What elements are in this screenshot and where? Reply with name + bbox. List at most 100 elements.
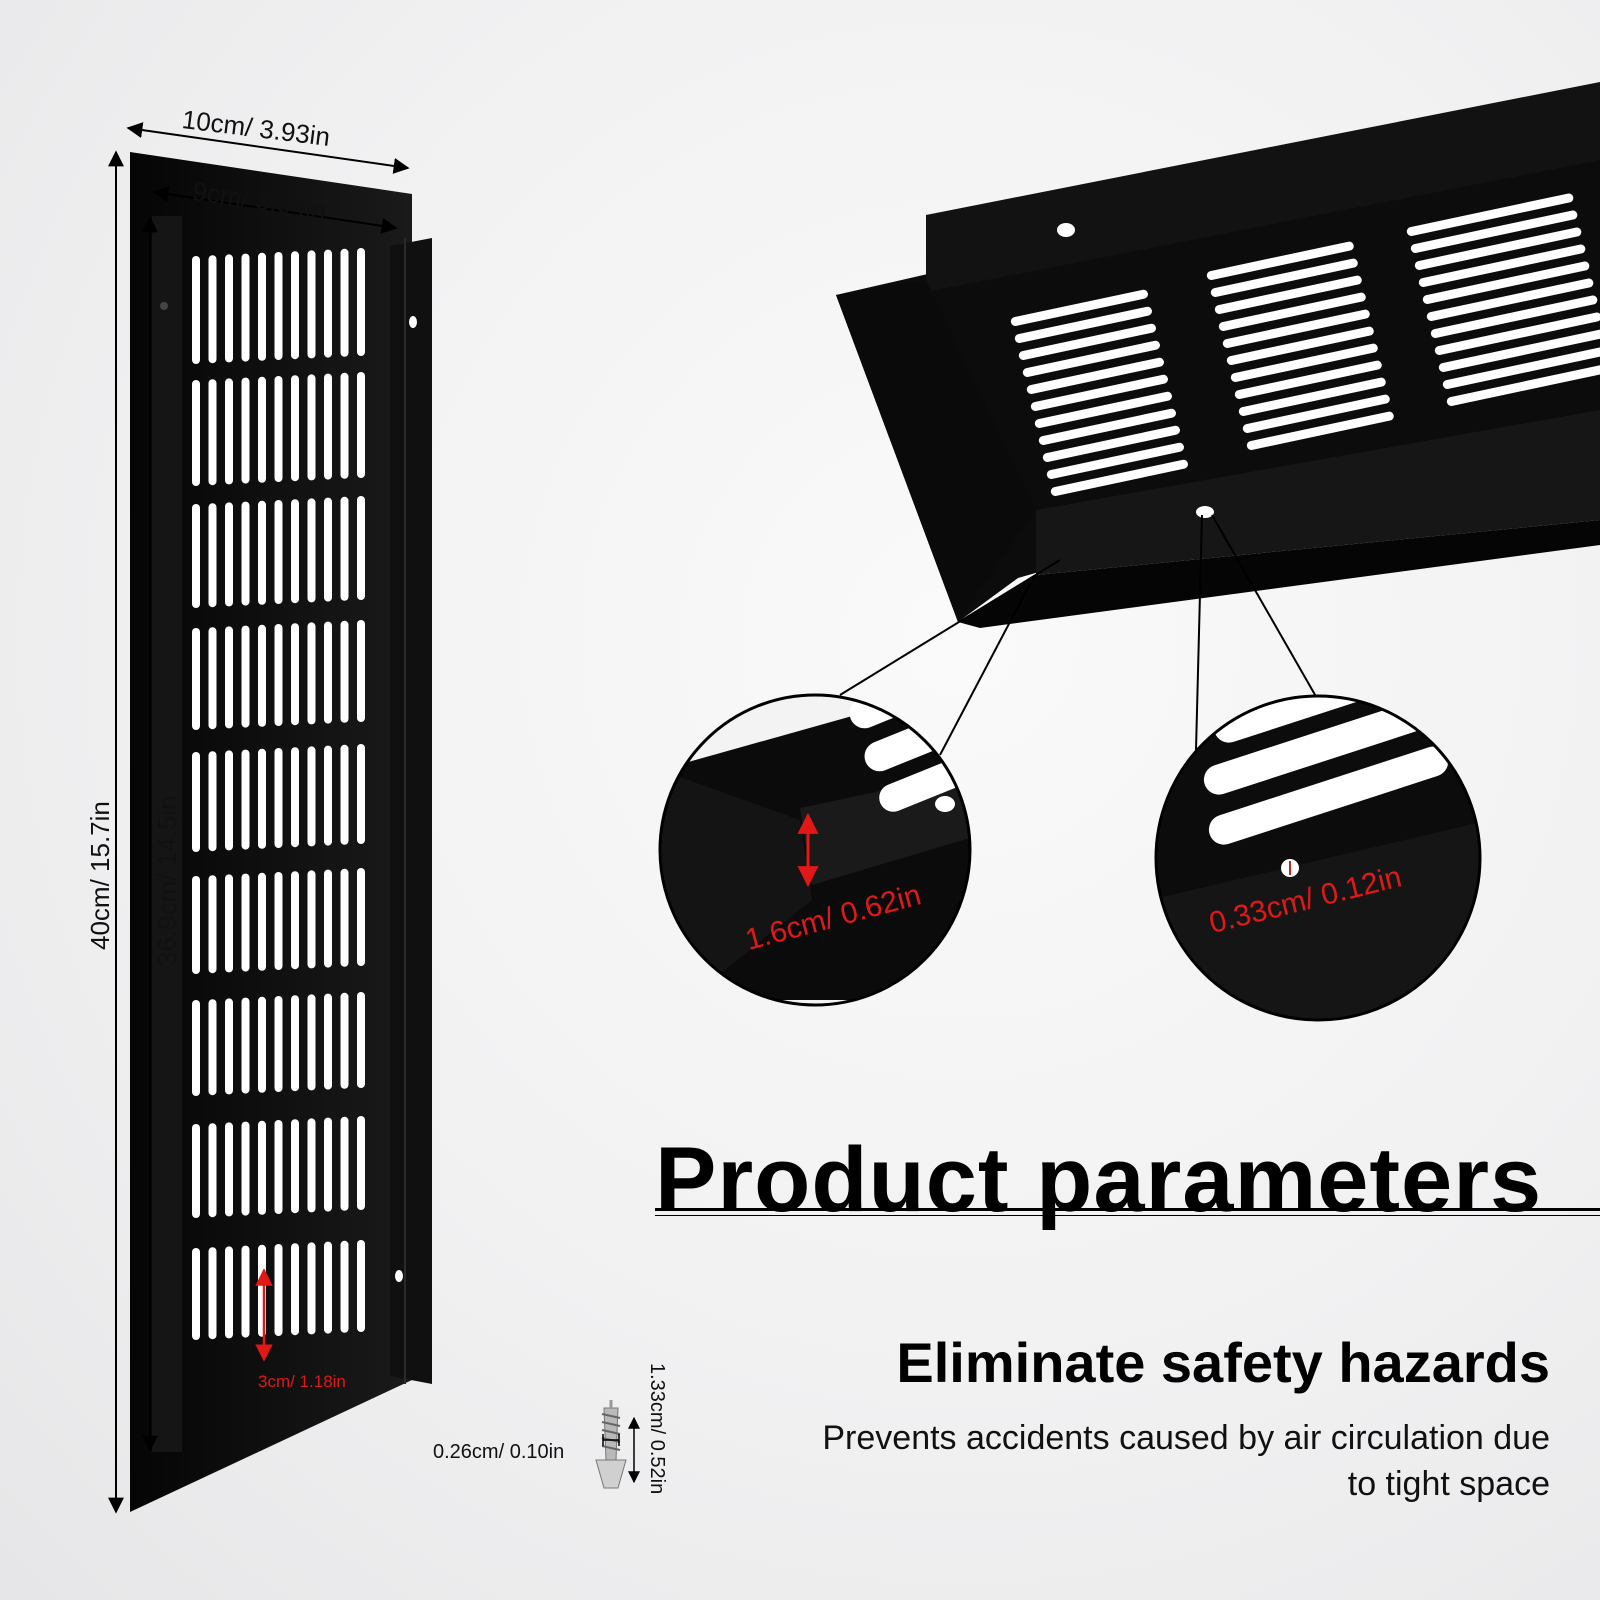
vent-slot bbox=[258, 376, 266, 483]
vent-slot-perspective bbox=[1410, 210, 1578, 253]
vent-slot-perspective bbox=[1030, 374, 1168, 411]
vent-slot-perspective bbox=[1046, 442, 1184, 479]
vent-slot bbox=[241, 1245, 250, 1338]
vent-slot-perspective bbox=[1206, 241, 1354, 280]
vent-slot bbox=[258, 1120, 266, 1215]
vent-slot bbox=[225, 502, 233, 607]
zoom-circle-hole bbox=[1154, 694, 1482, 1022]
vent-slot bbox=[192, 380, 200, 486]
vent-slot bbox=[208, 627, 217, 730]
vent-slot bbox=[192, 1248, 200, 1340]
vent-grille-front bbox=[130, 152, 432, 1512]
vent-slot bbox=[291, 375, 299, 482]
vent-slot bbox=[324, 1241, 332, 1334]
vent-slot bbox=[192, 256, 200, 364]
vent-slot bbox=[307, 1242, 316, 1335]
vent-slot bbox=[225, 254, 233, 363]
vent-slot bbox=[241, 749, 250, 850]
vent-slot bbox=[274, 1244, 283, 1336]
vent-slot bbox=[340, 744, 349, 845]
vent-slot bbox=[208, 379, 217, 486]
vent-slot bbox=[340, 992, 349, 1089]
vent-slot-perspective bbox=[1238, 377, 1386, 416]
screw-icon bbox=[595, 1400, 640, 1489]
vent-slot bbox=[208, 503, 217, 608]
vent-slot bbox=[241, 501, 250, 606]
vent-slot-perspective bbox=[1230, 343, 1378, 382]
vent-slot bbox=[192, 628, 200, 730]
vent-slot bbox=[241, 377, 250, 484]
vent-slot-perspective bbox=[1442, 346, 1600, 389]
vent-slot bbox=[225, 750, 233, 851]
vent-slot bbox=[258, 624, 266, 727]
vent-slot-perspective bbox=[1042, 425, 1180, 462]
vent-slot-perspective bbox=[1050, 459, 1188, 496]
vent-slot-perspective bbox=[1422, 261, 1590, 304]
vent-slot bbox=[274, 376, 283, 482]
vent-slot bbox=[192, 1000, 200, 1096]
vent-slot bbox=[324, 745, 332, 846]
vent-slot bbox=[307, 1118, 316, 1213]
vent-slot bbox=[208, 1247, 217, 1340]
vent-slot bbox=[307, 250, 316, 359]
vent-slot bbox=[225, 1246, 233, 1339]
inner-length-label: 36.9cm/ 14.5in bbox=[152, 795, 182, 966]
vent-slot bbox=[357, 744, 365, 844]
vent-slot-perspective bbox=[1418, 244, 1586, 287]
vent-slot-perspective bbox=[1446, 363, 1600, 406]
vent-slot bbox=[291, 1119, 299, 1214]
vent-slot bbox=[208, 999, 217, 1096]
vent-slot bbox=[192, 504, 200, 608]
vent-slot bbox=[324, 497, 332, 602]
vent-slot bbox=[307, 374, 316, 481]
vent-slot bbox=[225, 626, 233, 729]
feature-headline: Eliminate safety hazards bbox=[896, 1331, 1550, 1394]
vent-slot bbox=[241, 1121, 250, 1216]
vent-slot-perspective bbox=[1438, 329, 1600, 372]
vent-slot bbox=[291, 499, 299, 604]
vent-slot-perspective bbox=[1426, 278, 1594, 321]
vent-slot bbox=[192, 1124, 200, 1218]
vent-slot bbox=[192, 752, 200, 852]
dimension-lines-front bbox=[108, 122, 410, 1514]
vent-slot bbox=[241, 625, 250, 728]
feature-description: Prevents accidents caused by air circula… bbox=[822, 1419, 1550, 1503]
vent-slot-perspective bbox=[1246, 411, 1394, 450]
vent-slot bbox=[324, 869, 332, 968]
vent-slot bbox=[274, 1120, 283, 1214]
vent-slot bbox=[340, 868, 349, 967]
vent-slot-perspective bbox=[1210, 258, 1358, 297]
vent-slot-perspective bbox=[1242, 394, 1390, 433]
vent-slot bbox=[258, 748, 266, 849]
vent-slot bbox=[324, 1117, 332, 1212]
vent-grille-perspective bbox=[836, 82, 1600, 628]
vent-slot bbox=[357, 620, 365, 722]
vent-slot bbox=[340, 1240, 349, 1333]
vent-slot bbox=[241, 253, 250, 362]
vent-slot bbox=[291, 251, 299, 360]
vent-slot bbox=[208, 255, 217, 364]
vent-slot-perspective bbox=[1026, 357, 1164, 394]
title-underline-thin bbox=[655, 1215, 1600, 1216]
vent-slot bbox=[357, 992, 365, 1088]
vent-slot bbox=[307, 994, 316, 1091]
vent-slot bbox=[225, 874, 233, 973]
vent-slot bbox=[274, 624, 283, 726]
screw-length-label: 1.33cm/ 0.52in bbox=[646, 1363, 668, 1495]
vent-slot bbox=[208, 1123, 217, 1218]
vent-slot bbox=[225, 1122, 233, 1217]
vent-slot bbox=[225, 378, 233, 485]
vent-slot-perspective bbox=[1430, 295, 1598, 338]
slot-length-label: 3cm/ 1.18in bbox=[258, 1372, 346, 1391]
vent-slot-perspective bbox=[1018, 323, 1156, 360]
vent-slot bbox=[357, 868, 365, 966]
vent-slot bbox=[274, 252, 283, 360]
section-title: Product parameters bbox=[655, 1129, 1543, 1231]
vent-slot-perspective bbox=[1414, 227, 1582, 270]
vent-slot bbox=[340, 496, 349, 601]
vent-slot bbox=[274, 748, 283, 848]
vent-slot bbox=[274, 996, 283, 1092]
vent-slot-perspective bbox=[1222, 309, 1370, 348]
vent-slot-perspective bbox=[1214, 275, 1362, 314]
